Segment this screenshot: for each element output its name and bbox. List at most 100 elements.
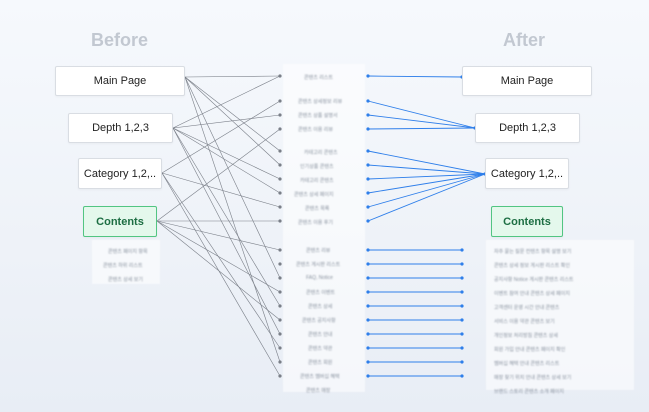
after-endpoint-dot: [366, 304, 370, 308]
before-link: [184, 76, 281, 279]
before-contents-note: 콘텐츠 상세 보기: [108, 277, 143, 283]
after-endpoint-dot: [366, 276, 370, 280]
before-contents-note: 콘텐츠 하위 리스트: [103, 263, 143, 269]
before-link: [172, 114, 281, 129]
after-link: [367, 127, 476, 130]
before-category-node: Category 1,2,..: [78, 158, 162, 189]
after-endpoint-dot: [366, 205, 370, 209]
before-endpoint-dot: [278, 374, 282, 378]
before-endpoint-dot: [278, 332, 282, 336]
after-contents-note: 고객센터 운영 시간 안내 콘텐츠: [494, 305, 560, 311]
before-link: [156, 220, 281, 321]
after-endpoint-dot: [366, 177, 370, 181]
middle-item-label: 콘텐츠 약관: [308, 346, 333, 352]
before-link: [161, 172, 281, 349]
after-endpoint-dot: [460, 374, 464, 378]
before-heading: Before: [91, 30, 149, 50]
before-link: [172, 127, 281, 307]
after-endpoint-dot: [460, 332, 464, 336]
after-main-page-node: Main Page: [462, 66, 592, 96]
before-link: [161, 100, 281, 174]
before-endpoint-dot: [278, 346, 282, 350]
before-link: [156, 128, 281, 222]
before-link: [161, 172, 281, 377]
before-endpoint-dot: [278, 205, 282, 209]
after-contents-note: 멤버십 혜택 안내 콘텐츠 리스트: [494, 361, 560, 367]
after-endpoint-dot: [460, 346, 464, 350]
middle-item-label: 콘텐츠 이용 후기: [298, 220, 333, 226]
after-endpoint-dot: [460, 318, 464, 322]
before-endpoint-dot: [278, 127, 282, 131]
after-endpoint-dot: [366, 374, 370, 378]
middle-item-label: 콘텐츠 상세정보 리뷰: [298, 99, 343, 105]
after-contents-note: 매장 찾기 위치 안내 콘텐츠 상세 보기: [494, 375, 572, 381]
after-endpoint-dot: [460, 304, 464, 308]
before-endpoint-dot: [278, 163, 282, 167]
middle-item-label: 콘텐츠 멤버십 혜택: [300, 374, 340, 380]
after-endpoint-dot: [366, 127, 370, 131]
after-endpoint-dot: [366, 290, 370, 294]
middle-item-label: 콘텐츠 상품 설명서: [298, 113, 338, 119]
after-endpoint-dot: [366, 332, 370, 336]
after-link: [367, 173, 486, 208]
before-link: [156, 220, 281, 293]
after-contents-note: 이벤트 참여 안내 콘텐츠 상세 페이지: [494, 291, 570, 297]
before-endpoint-dot: [278, 360, 282, 364]
middle-item-label: 콘텐츠 회원: [308, 360, 333, 366]
after-link: [367, 100, 476, 129]
after-endpoint-dot: [366, 360, 370, 364]
after-heading: After: [503, 30, 546, 50]
after-endpoint-dot: [460, 360, 464, 364]
after-contents-note: 자주 묻는 질문 컨텐츠 항목 설명 보기: [494, 249, 572, 255]
after-endpoint-dot: [366, 346, 370, 350]
middle-item-label: 콘텐츠 공지사항: [302, 318, 336, 324]
middle-item-label: 카테고리 콘텐츠: [304, 150, 338, 156]
after-link: [367, 173, 486, 180]
before-link: [156, 220, 281, 251]
middle-item-label: 콘텐츠 안내: [308, 332, 333, 338]
after-endpoint-dot: [460, 262, 464, 266]
after-link: [367, 75, 463, 78]
before-endpoint-dot: [278, 262, 282, 266]
after-contents-note: 서비스 이용 약관 콘텐츠 보기: [494, 319, 555, 325]
before-link: [172, 127, 281, 194]
middle-item-label: 콘텐츠 매장: [306, 388, 331, 394]
middle-item-label: 콘텐츠 이벤트: [306, 290, 335, 296]
before-depth-node: Depth 1,2,3: [68, 113, 173, 143]
after-endpoint-dot: [366, 99, 370, 103]
before-endpoint-dot: [278, 304, 282, 308]
after-endpoint-dot: [460, 290, 464, 294]
after-endpoint-dot: [460, 276, 464, 280]
before-contents-panel: [92, 240, 160, 284]
after-contents-note: 콘텐츠 상세 정보 게시판 리스트 확인: [494, 263, 570, 269]
after-endpoint-dot: [366, 318, 370, 322]
middle-list-panel: [283, 64, 365, 392]
before-link: [172, 75, 281, 129]
after-endpoint-dot: [366, 219, 370, 223]
after-contents-note: 브랜드 스토리 콘텐츠 소개 페이지: [494, 389, 564, 395]
before-link: [184, 75, 281, 78]
after-depth-node: Depth 1,2,3: [475, 113, 580, 143]
after-contents-node: Contents: [491, 206, 563, 237]
before-link: [172, 127, 281, 180]
middle-item-label: 콘텐츠 상세: [308, 304, 333, 310]
after-link: [367, 150, 486, 175]
before-contents-node: Contents: [83, 206, 157, 237]
middle-item-label: 콘텐츠 목록: [305, 206, 330, 212]
after-link: [367, 114, 476, 129]
before-main-page-node: Main Page: [55, 66, 185, 96]
before-endpoint-dot: [278, 318, 282, 322]
before-endpoint-dot: [278, 113, 282, 117]
before-endpoint-dot: [278, 248, 282, 252]
before-link: [161, 172, 281, 208]
middle-item-label: 콘텐츠 리뷰: [306, 248, 331, 254]
after-contents-panel: [486, 240, 634, 390]
after-contents-note: 공지사항 Notice 게시판 콘텐츠 리스트: [494, 277, 574, 283]
after-endpoint-dot: [460, 248, 464, 252]
after-endpoint-dot: [366, 163, 370, 167]
before-endpoint-dot: [278, 99, 282, 103]
middle-item-label: 콘텐츠 리스트: [304, 75, 333, 81]
before-link: [172, 127, 281, 335]
after-endpoint-dot: [366, 248, 370, 252]
middle-item-label: 인기상품 콘텐츠: [300, 164, 334, 170]
